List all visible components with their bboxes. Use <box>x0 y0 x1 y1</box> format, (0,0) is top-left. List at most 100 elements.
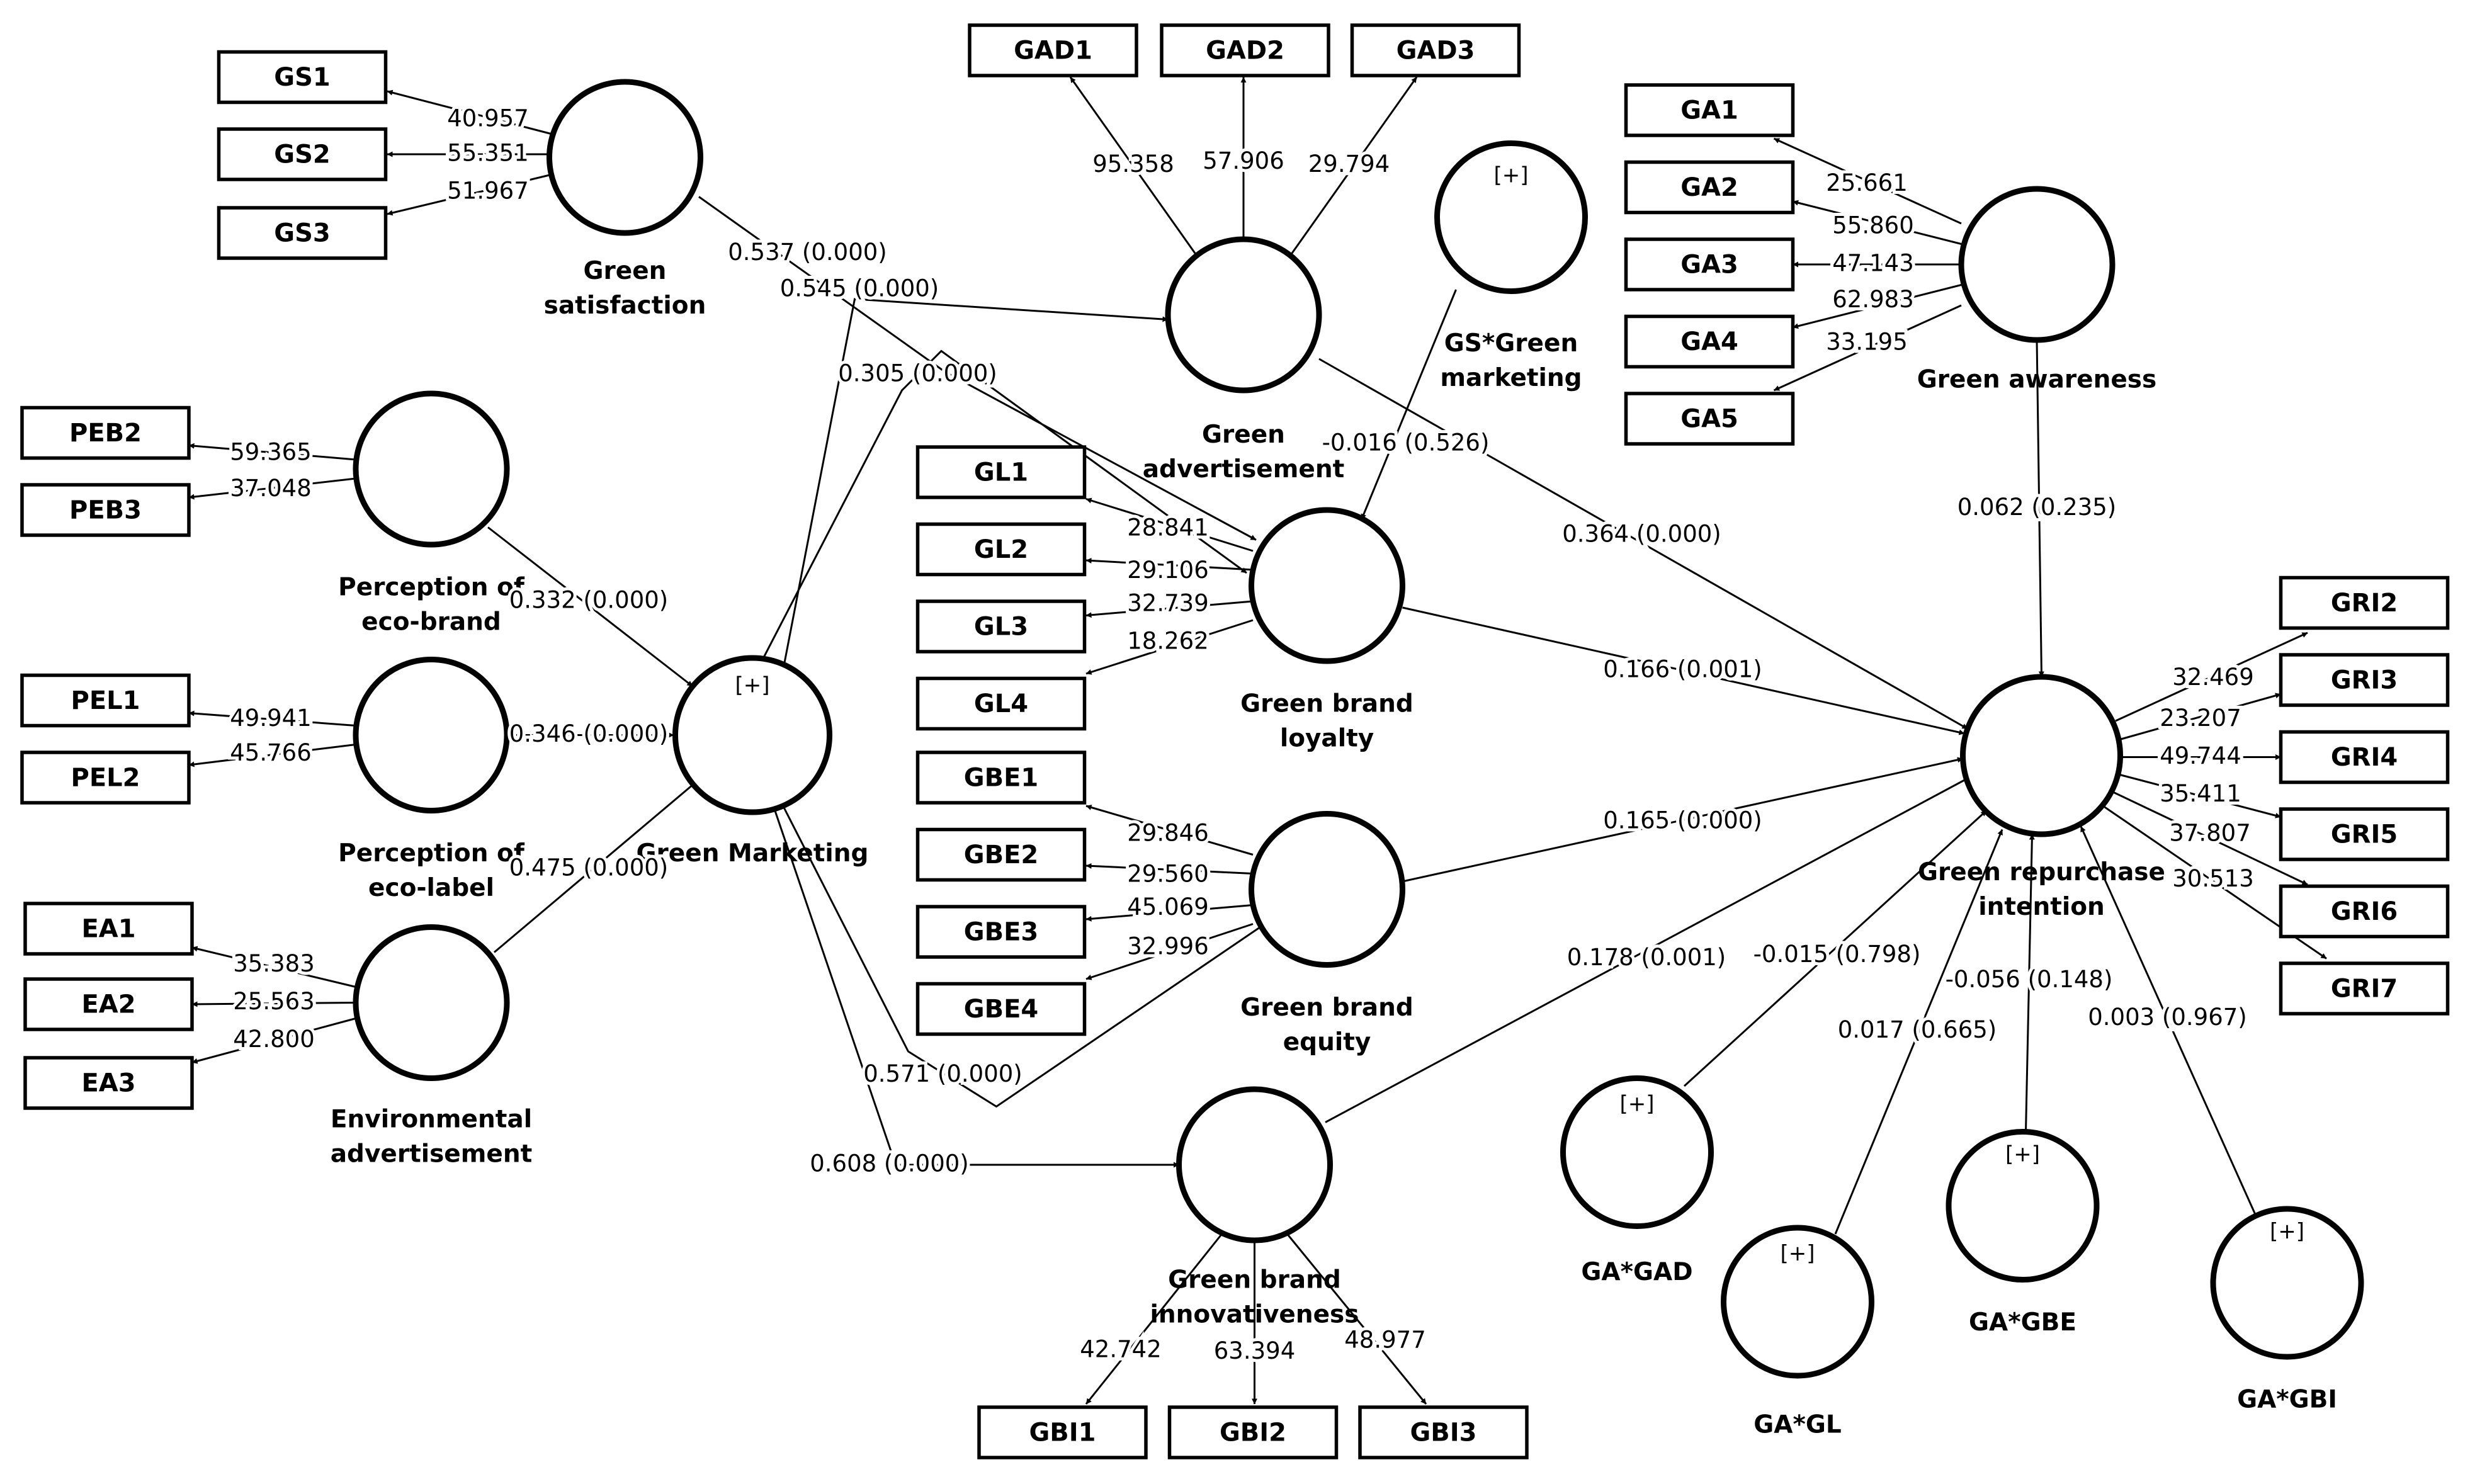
indicator-gbe2[interactable] <box>915 827 1087 882</box>
indicator-gl3[interactable] <box>915 599 1087 654</box>
path-edge-gs-gl <box>698 196 1257 541</box>
indicator-gad1[interactable] <box>968 23 1138 77</box>
indicator-gri5[interactable] <box>2279 807 2450 861</box>
latent-gri[interactable] <box>1960 674 2123 837</box>
indicator-gl1[interactable] <box>915 445 1087 499</box>
indicator-ga4[interactable] <box>1624 314 1795 369</box>
indicator-label-peb3: PEB3 <box>69 496 142 525</box>
latent-gbe[interactable] <box>1249 811 1405 968</box>
indicator-peb3[interactable] <box>20 483 191 537</box>
indicator-gri7[interactable] <box>2279 961 2450 1016</box>
indicator-gs1[interactable] <box>217 50 388 105</box>
expand-marker-mod-ga-gad[interactable]: [+] <box>1619 1092 1654 1117</box>
indicator-label-gs3: GS3 <box>274 219 330 248</box>
path-edge-gbi-gri <box>1325 776 1970 1123</box>
loading-value-gbi1: 42.742 <box>1080 1336 1161 1363</box>
indicator-label-gbi3: GBI3 <box>1410 1419 1476 1447</box>
expand-marker-mod-ga-gl[interactable]: [+] <box>1780 1241 1815 1266</box>
latent-gad[interactable] <box>1165 236 1322 394</box>
latent-ea[interactable] <box>353 924 510 1081</box>
latent-pel[interactable] <box>353 657 510 813</box>
loading-value-pel1: 49.941 <box>230 705 311 732</box>
indicator-ga2[interactable] <box>1624 160 1795 215</box>
loading-value-gl2: 29.106 <box>1127 557 1208 584</box>
path-edge-mod-gl <box>1361 289 1457 520</box>
loading-value-gbi2: 63.394 <box>1214 1337 1295 1364</box>
expand-marker-gm[interactable]: [+] <box>735 673 769 698</box>
indicator-gl2[interactable] <box>915 522 1087 577</box>
indicator-gbi1[interactable] <box>977 1405 1148 1459</box>
path-edge-gagbi-gri <box>2080 825 2257 1216</box>
path-edge-gm-gl <box>762 349 1247 659</box>
indicator-gl4[interactable] <box>915 676 1087 731</box>
latent-gl[interactable] <box>1249 507 1405 664</box>
indicator-label-peb2: PEB2 <box>69 419 142 448</box>
indicator-label-ga5: GA5 <box>1680 405 1738 434</box>
node-layer <box>20 23 2450 1459</box>
indicator-label-gri2: GRI2 <box>2331 589 2398 618</box>
latent-label-mod-gs-gm: GS*Green <box>1444 329 1578 358</box>
path-coefficient-gagbi-gri: 0.003 (0.967) <box>2088 1004 2246 1031</box>
loading-value-gs3: 51.967 <box>447 178 528 205</box>
indicator-gs3[interactable] <box>217 206 388 260</box>
indicator-peb2[interactable] <box>20 405 191 460</box>
indicator-ga3[interactable] <box>1624 237 1795 292</box>
loading-value-pel2: 45.766 <box>230 739 311 766</box>
indicator-gri3[interactable] <box>2279 653 2450 707</box>
latent-label-ga: Green awareness <box>1917 366 2156 394</box>
loading-edge-ga4 <box>1793 284 1962 329</box>
indicator-gad3[interactable] <box>1350 23 1521 77</box>
indicator-gad2[interactable] <box>1160 23 1330 77</box>
indicator-gbi2[interactable] <box>1167 1405 1339 1459</box>
loading-edge-peb2 <box>188 443 356 461</box>
indicator-label-gad3: GAD3 <box>1396 37 1475 65</box>
indicator-ga5[interactable] <box>1624 392 1795 446</box>
path-coefficient-gl-gri: 0.166 (0.001) <box>1603 656 1762 683</box>
latent-label-gad: advertisement <box>1143 455 1345 484</box>
loading-edge-ga2 <box>1793 200 1962 245</box>
loading-edge-ga1 <box>1773 137 1962 225</box>
latent-mod-ga-gbi[interactable] <box>2210 1206 2364 1360</box>
indicator-gbi3[interactable] <box>1358 1405 1529 1459</box>
loading-value-gbe1: 29.846 <box>1127 820 1208 847</box>
indicator-ea1[interactable] <box>23 902 194 956</box>
loading-value-ea3: 42.800 <box>233 1026 314 1053</box>
indicator-ga1[interactable] <box>1624 83 1795 137</box>
indicator-label-ga3: GA3 <box>1680 251 1738 280</box>
indicator-ea3[interactable] <box>23 1056 194 1110</box>
indicator-gbe3[interactable] <box>915 905 1087 959</box>
loading-value-peb2: 59.365 <box>230 439 311 466</box>
expand-marker-mod-ga-gbi[interactable]: [+] <box>2270 1219 2304 1244</box>
indicator-pel1[interactable] <box>20 673 191 728</box>
indicator-gs2[interactable] <box>217 127 388 181</box>
latent-mod-ga-gl[interactable] <box>1721 1225 1874 1379</box>
latent-mod-ga-gbe[interactable] <box>1946 1129 2100 1283</box>
indicator-label-ea2: EA2 <box>81 990 135 1019</box>
path-coefficient-gm-gad: 0.545 (0.000) <box>780 275 939 302</box>
loading-edge-gbe4 <box>1085 923 1254 980</box>
path-coefficient-gagad-gri: -0.015 (0.798) <box>1753 941 1921 968</box>
latent-gbi[interactable] <box>1176 1086 1333 1243</box>
path-coefficient-gbe-gri: 0.165 (0.000) <box>1603 807 1762 834</box>
indicator-label-gl3: GL3 <box>974 613 1028 642</box>
expand-marker-mod-ga-gbe[interactable]: [+] <box>2005 1142 2040 1167</box>
path-edge-peb-gm <box>487 526 693 688</box>
indicator-gri6[interactable] <box>2279 884 2450 939</box>
latent-label-gbe: Green brand <box>1240 994 1413 1022</box>
indicator-gri4[interactable] <box>2279 730 2450 784</box>
loading-edge-gbe2 <box>1085 863 1254 875</box>
latent-gm[interactable] <box>672 655 832 815</box>
indicator-gbe1[interactable] <box>915 750 1087 805</box>
latent-ga[interactable] <box>1958 186 2116 343</box>
latent-gs[interactable] <box>547 79 703 236</box>
latent-peb[interactable] <box>353 390 510 548</box>
indicator-pel2[interactable] <box>20 750 191 805</box>
expand-marker-mod-gs-gm[interactable]: [+] <box>1493 163 1528 188</box>
indicator-ea2[interactable] <box>23 977 194 1031</box>
path-edge-gm-gbe <box>783 807 1268 1108</box>
indicator-gbe4[interactable] <box>915 982 1087 1036</box>
indicator-gri2[interactable] <box>2279 575 2450 630</box>
latent-mod-gs-gm[interactable] <box>1434 140 1588 294</box>
latent-mod-ga-gad[interactable] <box>1560 1075 1714 1229</box>
indicator-label-ea3: EA3 <box>81 1069 135 1098</box>
